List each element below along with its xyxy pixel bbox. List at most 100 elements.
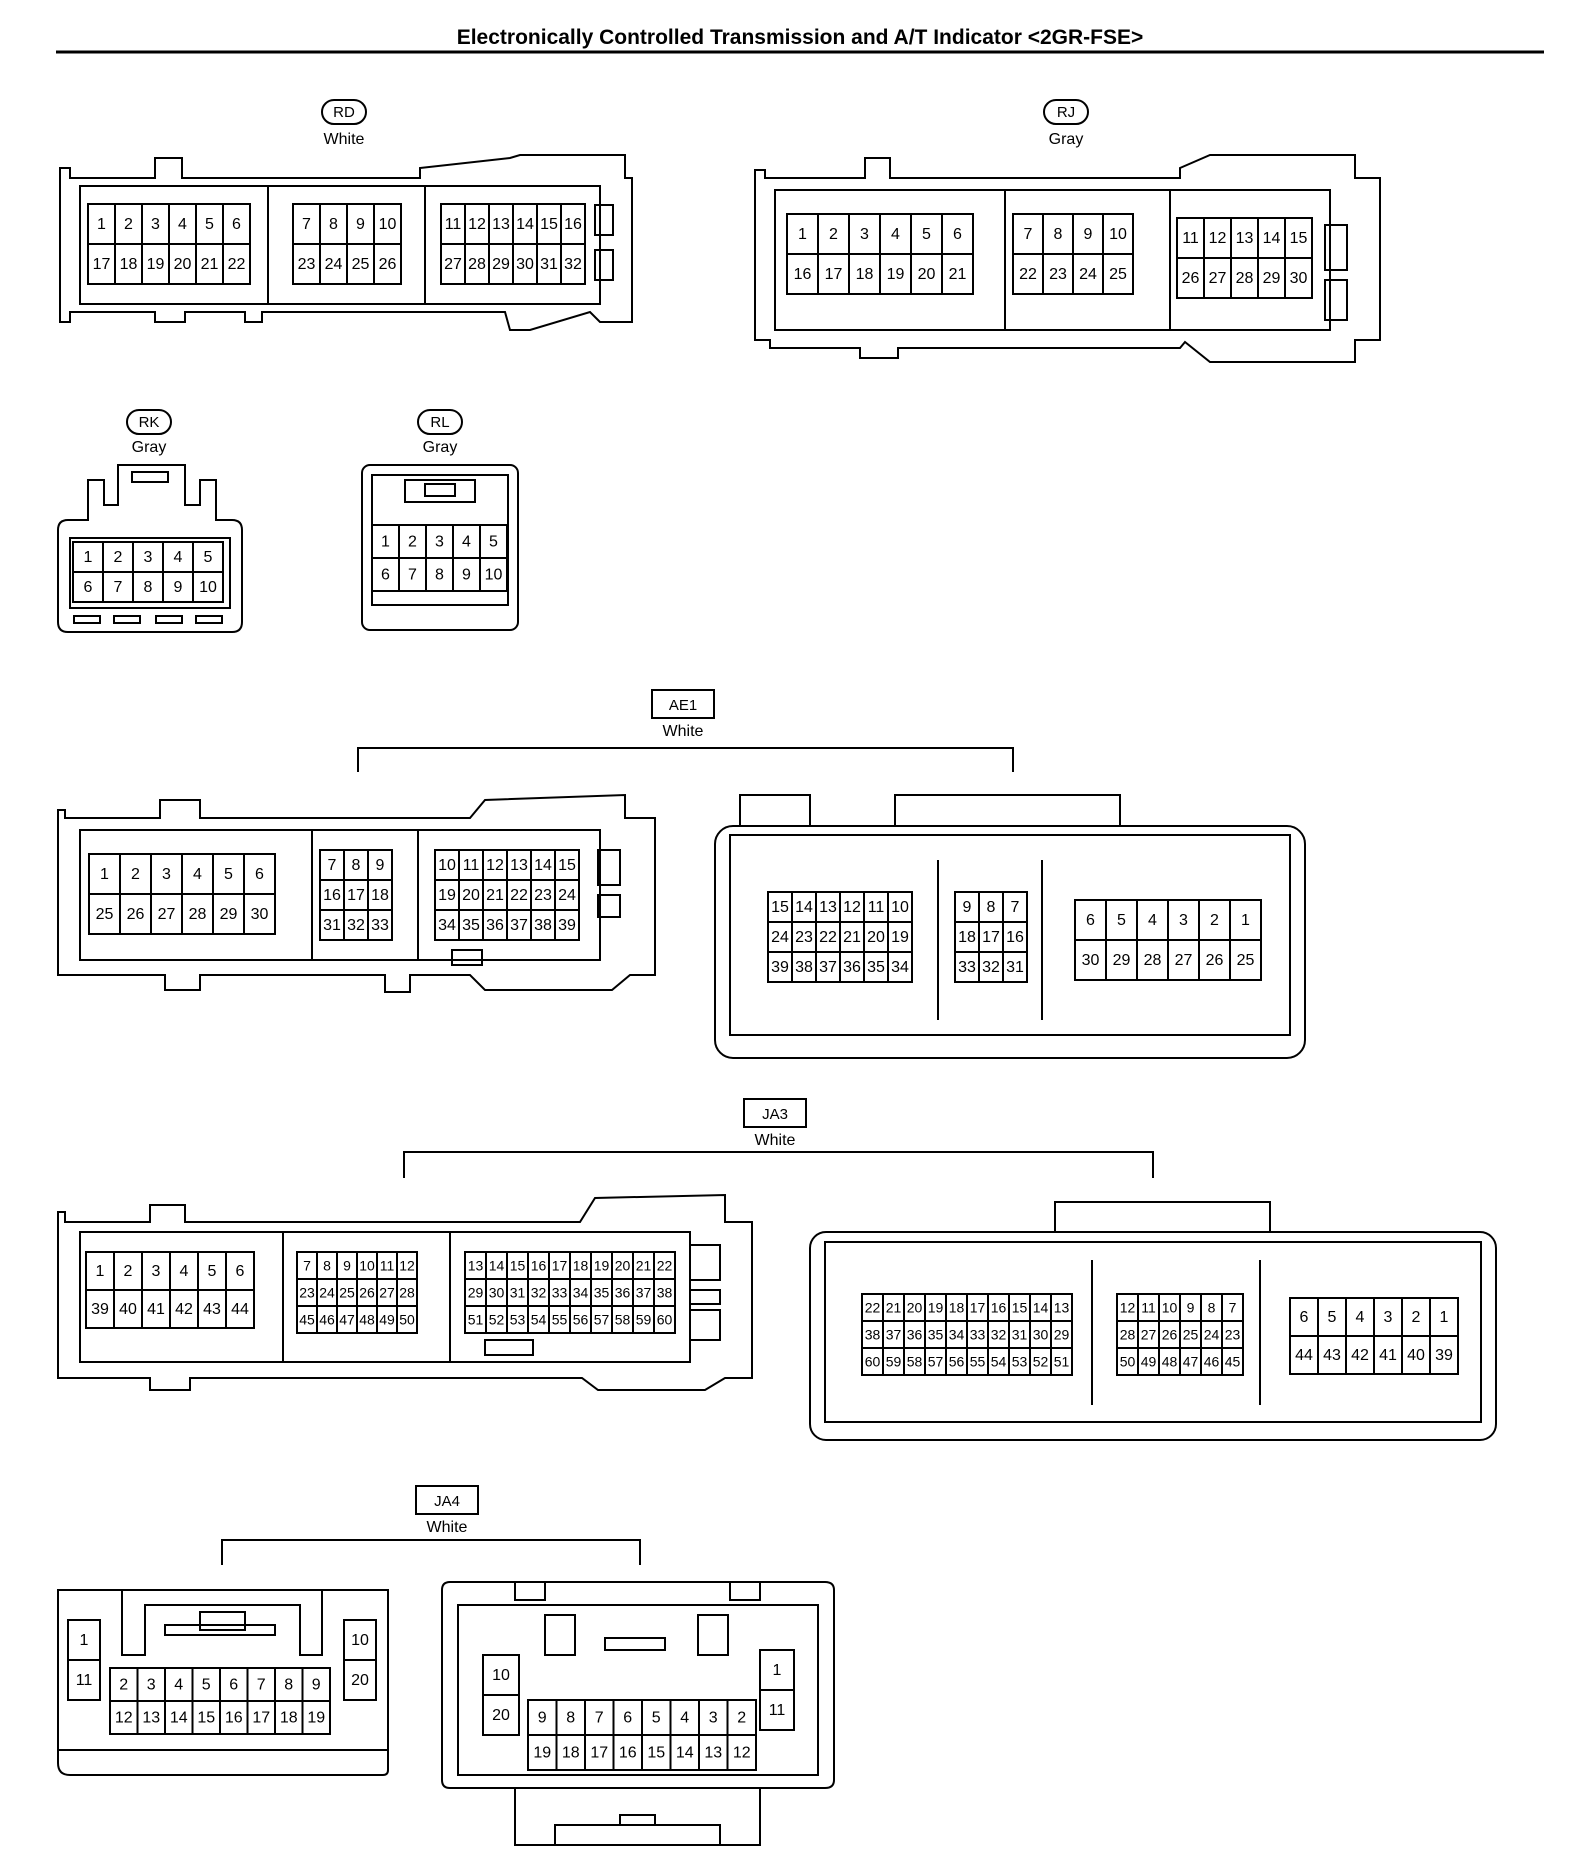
pin-number: 14 [516, 216, 534, 233]
pin-number: 53 [510, 1312, 526, 1328]
connector-rj-latch [1324, 224, 1348, 271]
pin-number: 39 [1435, 1347, 1453, 1364]
pin-number: 23 [795, 929, 813, 946]
connector-rk-color: Gray [132, 439, 167, 456]
connector-rk-slot [73, 615, 101, 624]
pin-cell [653, 1305, 676, 1334]
pin-number: 30 [489, 1285, 505, 1301]
pin-number: 9 [1187, 1300, 1195, 1316]
pin-number: 32 [982, 959, 1000, 976]
pin-number: 49 [379, 1312, 395, 1328]
connector-rj-name-oval [1043, 99, 1089, 125]
pin-number: 14 [1033, 1300, 1049, 1316]
connector-rl-lock [404, 479, 476, 503]
pin-number: 8 [566, 1710, 575, 1727]
pin-number: 8 [284, 1677, 293, 1694]
pin-number: 29 [1263, 270, 1281, 287]
pin-number: 29 [492, 256, 510, 273]
pin-number: 26 [127, 906, 145, 923]
pin-number: 8 [987, 899, 996, 916]
pin-number: 22 [510, 887, 528, 904]
pin-number: 14 [1263, 230, 1281, 247]
pin-number: 21 [886, 1300, 902, 1316]
pin-number: 18 [562, 1745, 580, 1762]
pin-number: 36 [486, 917, 504, 934]
pin-number: 4 [174, 549, 183, 566]
pin-number: 17 [590, 1745, 608, 1762]
pin-number: 23 [1225, 1327, 1241, 1343]
pin-number: 19 [594, 1258, 610, 1274]
pin-number: 5 [652, 1710, 661, 1727]
pin-number: 45 [299, 1312, 315, 1328]
pin-number: 28 [1144, 952, 1162, 969]
pin-number: 37 [819, 959, 837, 976]
pin-number: 15 [510, 1258, 526, 1274]
pin-number: 47 [339, 1312, 355, 1328]
pin-number: 9 [174, 579, 183, 596]
pin-number: 21 [949, 266, 967, 283]
pin-number: 18 [949, 1300, 965, 1316]
pin-number: 42 [175, 1301, 193, 1318]
pin-number: 50 [1120, 1354, 1136, 1370]
pin-number: 5 [202, 1677, 211, 1694]
connector-rk-name-oval [126, 409, 172, 435]
pin-number: 3 [1179, 912, 1188, 929]
connector-rd-name: RD [333, 104, 355, 121]
pin-number: 5 [489, 534, 498, 551]
pin-number: 2 [1412, 1309, 1421, 1326]
pin-cell [343, 1659, 377, 1701]
pin-number: 3 [709, 1710, 718, 1727]
connector-ja3-left-housing [57, 1193, 753, 1391]
connector-ja4-right-top [514, 1582, 761, 1601]
pin-number: 6 [623, 1710, 632, 1727]
page-title: Electronically Controlled Transmission a… [457, 26, 1144, 49]
connector-ja3-right-tabs [1054, 1201, 1271, 1232]
pin-number: 26 [379, 256, 397, 273]
pin-number: 12 [468, 216, 486, 233]
pin-number: 8 [352, 857, 361, 874]
pin-number: 12 [733, 1745, 751, 1762]
connector-rd-color: White [324, 131, 365, 148]
pin-number: 10 [351, 1632, 369, 1649]
pin-number: 25 [352, 256, 370, 273]
pin-number: 8 [323, 1258, 331, 1274]
pin-cell [482, 1694, 520, 1736]
connector-ja4-right-housing [441, 1581, 835, 1789]
pin-number: 31 [510, 1285, 526, 1301]
pin-cell [759, 1689, 795, 1731]
pin-number: 11 [1141, 1300, 1156, 1316]
pin-number: 13 [142, 1710, 160, 1727]
connector-ae1-left-housing [57, 793, 656, 993]
pin-number: 16 [323, 887, 341, 904]
connector-ae1-latch [597, 849, 621, 886]
pin-cell [373, 243, 402, 285]
connector-ae1-latch [597, 894, 621, 918]
pin-number: 51 [1054, 1354, 1070, 1370]
connector-ja3-name: JA3 [762, 1106, 788, 1123]
pin-number: 28 [1236, 270, 1254, 287]
pin-number: 9 [538, 1710, 547, 1727]
pin-number: 22 [657, 1258, 673, 1274]
connector-ae1-name: AE1 [669, 697, 697, 714]
pin-number: 1 [96, 1263, 105, 1280]
pin-number: 17 [825, 266, 843, 283]
pin-number: 30 [1290, 270, 1308, 287]
pin-number: 30 [516, 256, 534, 273]
pin-cell [479, 557, 508, 592]
connector-rj-inner-frame [774, 189, 1331, 331]
connector-ae1-right-tabs [739, 794, 1121, 826]
pin-cell [1050, 1347, 1073, 1376]
pin-number: 1 [381, 534, 390, 551]
pin-number: 36 [843, 959, 861, 976]
pin-number: 10 [359, 1258, 375, 1274]
pin-number: 16 [991, 1300, 1007, 1316]
